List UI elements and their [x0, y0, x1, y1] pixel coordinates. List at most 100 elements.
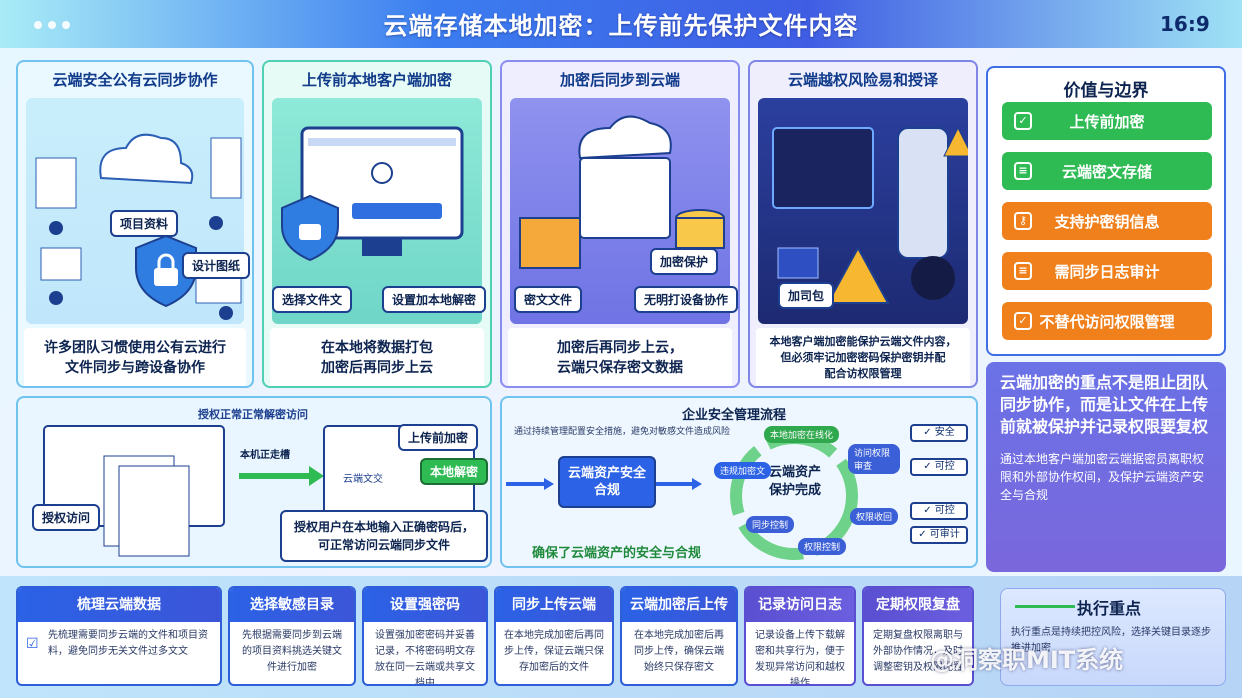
panel-public-cloud: 云端安全公有云同步协作 项目资料 设计图纸 许多团队习惯使用公有云进行文件同步与… [16, 60, 254, 388]
label-upload-encrypt: 上传前加密 [398, 424, 479, 451]
value-item-label: 不替代访问权限管理 [1039, 312, 1175, 331]
panel-caption: 许多团队习惯使用公有云进行文件同步与跨设备协作 [24, 328, 246, 386]
step-text: 设置强加密密码并妥善记录，不将密码明文存放在同一云端或共享文档中 [375, 630, 475, 686]
mid-left-heading: 授权正常正常解密访问 [198, 408, 308, 421]
process-heading: 企业安全管理流程 [682, 408, 787, 423]
value-item-label: 需同步日志审计 [1054, 262, 1160, 281]
step-title: 选择敏感目录 [230, 588, 354, 622]
value-item-key-protect: ⚷支持护密钥信息 [1002, 202, 1212, 240]
caption-line: 配合访权限管理 [824, 367, 902, 380]
label-set-decrypt: 设置加本地解密 [382, 286, 487, 313]
check-item: ✓ 安全 [910, 424, 968, 442]
value-statement-box: 云端加密的重点不是阻止团队同步协作，而是让文件在上传前就被保护并记录权限要复权 … [986, 362, 1226, 572]
panel-sync-cloud: 加密后同步到云端 密文文件 无明打设备协作 加密保护 加密后再同步上云，云端只保… [500, 60, 740, 388]
exec-text: 执行重点是持续把控风险，选择关键目录逐步推进加密 [1011, 627, 1211, 654]
document-icon: ≡ [1014, 162, 1032, 180]
check-item: ✓ 可控 [910, 502, 968, 520]
process-subheading: 通过持续管理配置安全措施，避免对敏感文件造成风险 [514, 427, 731, 437]
watermark: @洞察职MIT系统 [930, 646, 1124, 674]
step-text: 定期复盘权限离职与外部协作情况，及时调整密钥及权限配置 [873, 630, 963, 673]
step-text: 先根据需要同步到云端的项目资料挑选关键文件进行加密 [242, 630, 342, 673]
label-project-files: 项目资料 [110, 210, 179, 237]
value-item-cipher-storage: ≡ 云端密文存储 [1002, 152, 1212, 190]
value-note: 通过本地客户端加密云端据密员离职权限和外部协作权间，及保护云端资产安全与合规 [1000, 452, 1205, 502]
panel-title: 加密后同步到云端 [559, 71, 680, 89]
panel-authorized-access: 授权正常正常解密访问 本机正走槽 授权访问 上传前加密 本地解密 云端文交 授权… [16, 396, 492, 568]
step-card: 云端加密后上传在本地完成加密后再同步上传，确保云端始终只保存密文 [620, 586, 738, 686]
step-title: 设置强密码 [364, 588, 486, 622]
check-label: 可控 [934, 461, 955, 472]
check-icon: ✓ [923, 427, 935, 438]
compliance-box: 云端资产安全合规 [558, 456, 656, 508]
cycle-center: 云端资产保护完成 [768, 465, 821, 498]
step-card: 选择敏感目录先根据需要同步到云端的项目资料挑选关键文件进行加密 [228, 586, 356, 686]
cycle-step: 同步控制 [746, 516, 795, 533]
header-dots-icon [34, 14, 94, 29]
cycle-step: 权限收回 [850, 508, 899, 525]
value-item-not-replace-access: ✓ 不替代访问权限管理 [1002, 302, 1212, 340]
step-card: 记录访问日志记录设备上传下载解密和共享行为，便于发现异常访问和越权操作 [744, 586, 856, 686]
arrow-label: 本机正走槽 [240, 450, 290, 461]
label-select-files: 选择文件文 [272, 286, 353, 313]
label-risk-pack: 加司包 [778, 282, 835, 309]
caption-line: 可正常访问云端同步文件 [317, 538, 450, 552]
caption-line: 在本地将数据打包 [321, 340, 433, 356]
process-footer: 确保了云端资产的安全与合规 [532, 546, 702, 561]
panel-title: 云端安全公有云同步协作 [52, 71, 218, 89]
page-title: 云端存储本地加密：上传前先保护文件内容 [383, 12, 859, 40]
caption-line: 许多团队习惯使用公有云进行 [44, 340, 226, 356]
value-item-label: 云端密文存储 [1061, 162, 1152, 181]
header-bar [0, 0, 1242, 48]
caption-line: 加密后再同步上云， [557, 340, 683, 356]
check-label: 可控 [934, 505, 955, 516]
caption-line: 加密后再同步上云 [321, 360, 433, 376]
panel-title: 云端越权风险易和授译 [787, 71, 938, 89]
log-icon: ≡ [1014, 262, 1032, 280]
label-cipher-files: 密文文件 [514, 286, 583, 313]
step-title: 记录访问日志 [746, 588, 854, 622]
step-title: 云端加密后上传 [622, 588, 736, 622]
caption-line: 本地客户端加密能保护云端文件内容， [769, 335, 957, 348]
label-cloud-file: 云端文交 [343, 474, 383, 485]
cycle-step: 违规加密文 [714, 462, 772, 479]
check-item: ✓ 可审计 [910, 526, 968, 544]
panel-caption: 在本地将数据打包加密后再同步上云 [270, 328, 484, 386]
panel-local-encryption: 上传前本地客户端加密 选择文件文 设置加本地解密 在本地将数据打包加密后再同步上… [262, 60, 492, 388]
values-title: 价值与边界 [1063, 81, 1149, 101]
checkbox-icon: ✓ [1014, 312, 1032, 330]
step-card: 梳理云端数据☑先梳理需要同步云端的文件和项目资料，避免同步无关文件过多文文 [16, 586, 222, 686]
value-statement: 云端加密的重点不是阻止团队同步协作，而是让文件在上传前就被保护并记录权限要复权 [1000, 373, 1209, 436]
value-item-label: 上传前加密 [1069, 112, 1145, 131]
cycle-step: 访问权限审查 [848, 444, 900, 474]
check-icon: ✓ [918, 529, 930, 540]
caption-line: 文件同步与跨设备协作 [65, 360, 205, 376]
label-authorized-access: 授权访问 [32, 504, 101, 531]
exec-title: 执行重点 [1077, 599, 1142, 618]
check-label: 安全 [934, 427, 955, 438]
panel-caption: 本地客户端加密能保护云端文件内容， 但必须牢记加密密码保护密钥并配配合访权限管理 [756, 328, 970, 386]
step-title: 同步上传云端 [496, 588, 612, 622]
step-card: 同步上传云端在本地完成加密后再同步上传，保证云端只保存加密后的文件 [494, 586, 614, 686]
arrow-right-icon [1015, 605, 1075, 608]
step-text: 在本地完成加密后再同步上传，确保云端始终只保存密文 [634, 630, 724, 673]
values-box: 价值与边界 ✓ 上传前加密 ≡ 云端密文存储 ⚷支持护密钥信息 ≡ 需同步日志审计 ✓… [986, 66, 1226, 356]
label-local-decrypt: 本地解密 [420, 458, 489, 485]
caption-line: 但必须牢记加密密码保护密钥并配 [780, 351, 946, 364]
check-item: ✓ 可控 [910, 458, 968, 476]
mid-left-caption: 授权用户在本地输入正确密码后， 可正常访问云端同步文件 [280, 510, 488, 562]
exec-box: 执行重点 执行重点是持续把控风险，选择关键目录逐步推进加密 [1000, 588, 1226, 686]
caption-line: 云端只保存密文数据 [557, 360, 683, 376]
shield-check-icon: ✓ [1014, 112, 1032, 130]
label-design-drawings: 设计图纸 [182, 252, 251, 279]
check-label: 可审计 [929, 529, 960, 540]
panel-risk: 云端越权风险易和授译 加司包 本地客户端加密能保护云端文件内容， 但必须牢记加密密… [748, 60, 978, 388]
step-text: 记录设备上传下载解密和共享行为，便于发现异常访问和越权操作 [755, 630, 845, 686]
panel-enterprise-process: 企业安全管理流程 通过持续管理配置安全措施，避免对敏感文件造成风险 云端资产安全… [500, 396, 978, 568]
caption-line: 授权用户在本地输入正确密码后， [293, 520, 474, 534]
step-title: 梳理云端数据 [18, 588, 220, 622]
step-text: ☑先梳理需要同步云端的文件和项目资料，避免同步无关文件过多文文 [18, 622, 220, 666]
step-card: 定期权限复盘定期复盘权限离职与外部协作情况，及时调整密钥及权限配置 [862, 586, 974, 686]
step-text: 在本地完成加密后再同步上传，保证云端只保存加密后的文件 [504, 630, 604, 673]
value-item-log-audit: ≡ 需同步日志审计 [1002, 252, 1212, 290]
panel-caption: 加密后再同步上云， 云端只保存密文数据 [508, 328, 732, 386]
